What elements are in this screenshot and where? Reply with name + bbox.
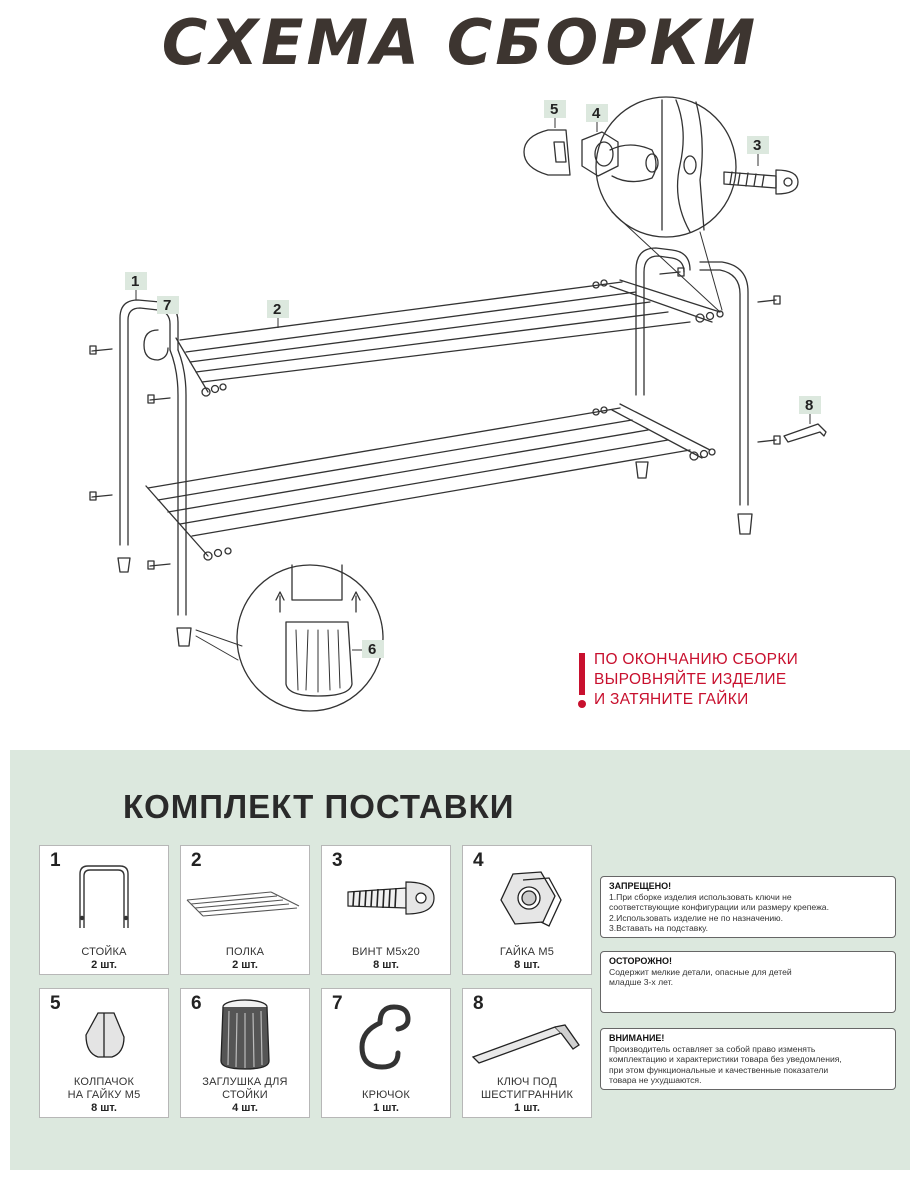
note-line: при этом функциональные и качественные п… [609,1064,829,1075]
kit-item-name: СТОЙКА [81,946,127,958]
callout-2-box [267,300,289,318]
note-heading: ОСТОРОЖНО! [609,956,672,966]
right-rack-post [635,247,749,506]
kit-item-name: ШЕСТИГРАННИК [480,1089,574,1101]
kit-item-hook: 7 КРЮЧОК 1 шт. [321,988,451,1118]
kit-item-qty: 4 шт. [232,1102,258,1114]
bottom-shelf [145,403,711,557]
rack-post-icon [79,865,129,928]
note-line: Производитель оставляет за собой право и… [609,1043,816,1054]
kit-item-name: СТОЙКИ [222,1089,268,1101]
callout-7-box [157,296,179,314]
kit-item-qty: 8 шт. [91,1102,117,1114]
kit-item-qty: 8 шт. [373,959,399,971]
kit-item-name: ЗАГЛУШКА ДЛЯ [202,1076,288,1088]
hex-key-icon [471,1024,580,1064]
kit-item-nut: 4 ГАЙКА М5 8 шт. [462,845,592,975]
diagram-foot-plugs [117,461,753,647]
note-caution: ОСТОРОЖНО! Содержит мелкие детали, опасн… [600,951,896,1013]
assembly-diagram: 1 2 3 4 5 6 7 8 [89,96,827,712]
exclamation-icon [578,653,586,708]
diagram-hook [143,329,169,361]
diagram-hex-key [783,423,827,443]
callout-5-box [544,100,566,118]
left-rack-post [119,299,187,616]
warning-line-3: И ЗАТЯНИТЕ ГАЙКИ [594,691,749,708]
callout-2-label: 2 [273,301,281,318]
callout-5-label: 5 [550,101,558,118]
note-attention: ВНИМАНИЕ! Производитель оставляет за соб… [600,1028,896,1090]
hex-nut-icon [500,871,562,927]
kit-item-qty: 2 шт. [91,959,117,971]
callout-6-label: 6 [368,641,376,658]
note-line: младше 3-х лет. [609,977,673,987]
note-line: 1.При сборке изделия использовать ключи … [609,891,792,902]
callout-labels: 1 2 3 4 5 6 7 8 [125,100,821,658]
kit-item-qty: 8 шт. [514,959,540,971]
callout-cap [523,129,571,176]
kit-item-nut-cap: 5 КОЛПАЧОК НА ГАЙКУ М5 8 шт. [39,988,169,1118]
callout-6-box [362,640,384,658]
callout-7-label: 7 [163,297,171,314]
kit-item-name: НА ГАЙКУ М5 [67,1089,141,1101]
hook-icon [359,1004,411,1070]
callout-8-label: 8 [805,397,813,414]
kit-item-screw: 3 ВИНТ М5х20 8 шт. [321,845,451,975]
shelf-icon [186,891,300,917]
kit-item-name: КРЮЧОК [362,1089,410,1101]
kit-item-qty: 1 шт. [373,1102,399,1114]
kit-item-number: 1 [50,850,61,871]
kit-item-shelf: 2 ПОЛКА 2 шт. [180,845,310,975]
kit-item-number: 3 [332,850,343,871]
kit-item-qty: 1 шт. [514,1102,540,1114]
kit-item-qty: 2 шт. [232,959,258,971]
callout-nut [581,131,619,177]
callout-3-box [747,136,769,154]
kit-item-name: ВИНТ М5х20 [352,946,420,958]
kit-item-name: КЛЮЧ ПОД [496,1076,558,1088]
callout-1-label: 1 [131,273,139,290]
kit-item-number: 7 [332,993,343,1014]
note-heading: ЗАПРЕЩЕНО! [609,881,672,891]
kit-item-name: ГАЙКА М5 [499,946,555,958]
note-forbidden: ЗАПРЕЩЕНО! 1.При сборке изделия использо… [600,876,896,938]
note-heading: ВНИМАНИЕ! [609,1033,665,1043]
diagram-nuts [201,279,724,561]
kit-item-end-plug: 6 ЗАГЛУШКА ДЛЯ СТОЙКИ 4 шт. [180,988,310,1118]
note-line: товара не ухудшаются. [609,1075,702,1085]
nut-cap-icon [85,1012,125,1058]
top-shelf [175,279,721,393]
callout-8-box [799,396,821,414]
note-line: комплектацию и характеристики товара без… [609,1054,842,1064]
kit-item-number: 5 [50,993,61,1014]
kit-item-rack-post: 1 СТОЙКА 2 шт. [39,845,169,975]
page-title: СХЕМА СБОРКИ [161,6,759,79]
warning-line-2: ВЫРОВНЯЙТЕ ИЗДЕЛИЕ [594,671,787,688]
note-line: 3.Вставать на подставку. [609,923,709,933]
kit-item-number: 6 [191,993,202,1014]
assembly-warning: ПО ОКОНЧАНИЮ СБОРКИ ВЫРОВНЯЙТЕ ИЗДЕЛИЕ И… [594,650,798,710]
callout-3-label: 3 [753,137,761,154]
kit-item-number: 2 [191,850,202,871]
warning-line-1: ПО ОКОНЧАНИЮ СБОРКИ [594,651,799,668]
callout-4-label: 4 [592,105,601,122]
kit-section: КОМПЛЕКТ ПОСТАВКИ 1 СТОЙКА 2 шт. 2 ПОЛКА… [10,750,910,1170]
kit-item-number: 4 [473,850,484,871]
magnifier-bottom [236,564,384,712]
screw-icon [347,881,435,915]
callout-1-box [125,272,147,290]
callout-screw [723,169,799,195]
note-line: 2.Использовать изделие не по назначению. [609,912,783,923]
note-line: Содержит мелкие детали, опасные для дете… [609,966,792,977]
kit-item-hex-key: 8 КЛЮЧ ПОД ШЕСТИГРАННИК 1 шт. [462,988,592,1118]
kit-item-number: 8 [473,993,484,1014]
callout-4-box [586,104,608,122]
diagram-screws [89,267,781,570]
note-line: соответствующие конфигурации или размеру… [609,902,829,912]
kit-item-name: КОЛПАЧОК [73,1076,135,1088]
kit-title: КОМПЛЕКТ ПОСТАВКИ [123,788,515,825]
kit-item-name: ПОЛКА [225,946,265,958]
end-plug-icon [220,999,270,1070]
